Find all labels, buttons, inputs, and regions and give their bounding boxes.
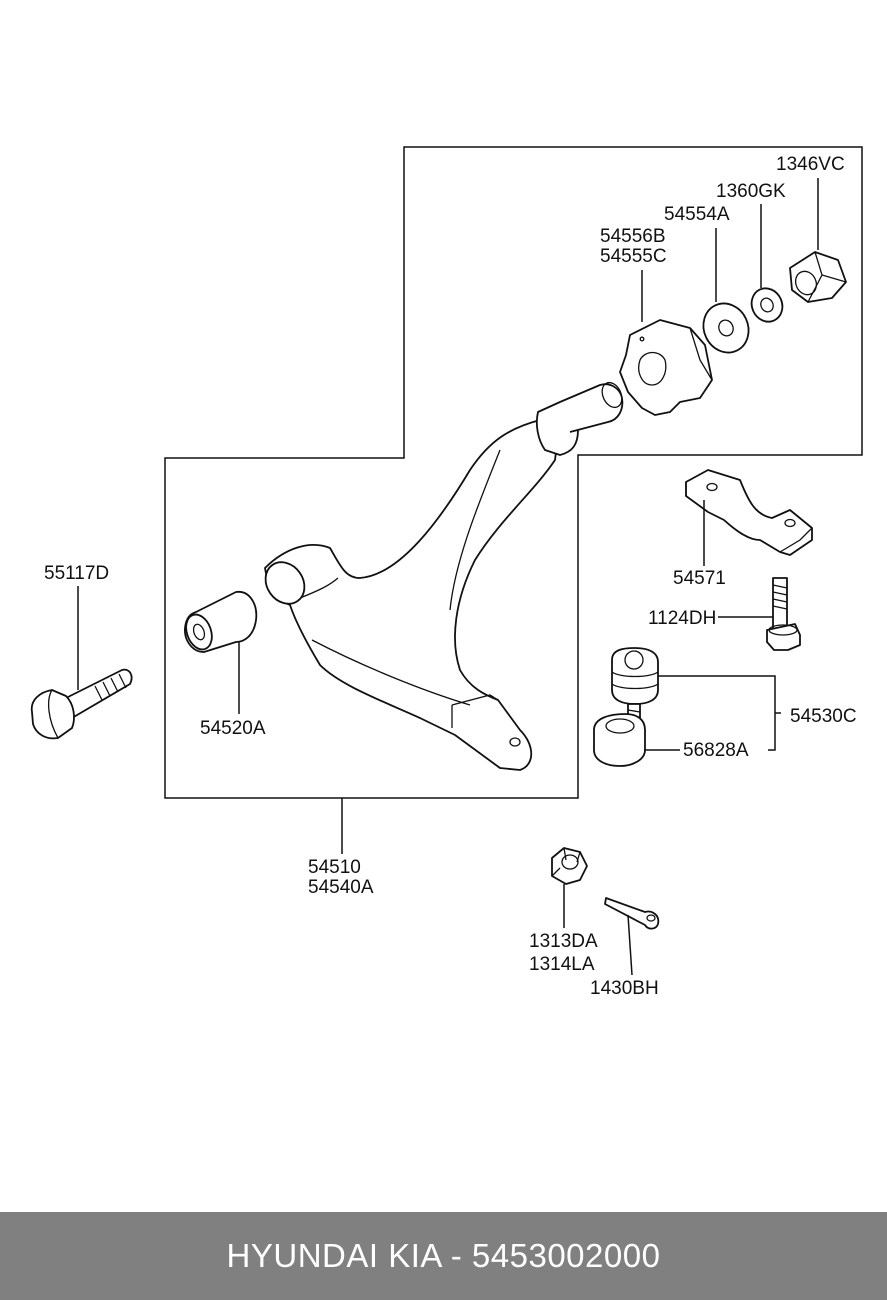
label-1346VC: 1346VC: [776, 154, 845, 175]
bushing-54520A: [184, 591, 258, 653]
label-54520A: 54520A: [200, 718, 266, 739]
label-55117D: 55117D: [44, 563, 109, 584]
label-1430BH: 1430BH: [590, 978, 659, 999]
link-54530C: [593, 647, 659, 767]
label-1360GK: 1360GK: [716, 181, 786, 202]
label-1124DH: 1124DH: [648, 608, 716, 629]
bolt-55117D: [30, 668, 133, 740]
lower-control-arm: [264, 381, 624, 771]
label-1313DA: 1313DA: [529, 931, 598, 952]
bolt-1124DH: [766, 577, 801, 651]
label-54530C: 54530C: [790, 706, 857, 727]
label-54540A: 54540A: [308, 877, 374, 898]
label-54555C: 54555C: [600, 246, 667, 267]
label-54556B: 54556B: [600, 226, 666, 247]
washer-1360GK: [750, 287, 784, 323]
label-1314LA: 1314LA: [529, 954, 595, 975]
leader-lines: [77, 178, 819, 976]
label-56828A: 56828A: [683, 740, 749, 761]
nut-1346VC: [789, 251, 847, 303]
label-54510: 54510: [308, 857, 361, 878]
footer-title: HYUNDAI KIA - 5453002000: [226, 1237, 661, 1274]
label-54571: 54571: [673, 568, 726, 589]
nut-1313DA: [551, 847, 588, 885]
bracket-54556B: [619, 319, 713, 416]
parts-diagram: 1346VC 1360GK 54554A 54556B 54555C 55117…: [30, 146, 863, 999]
cotter-pin-1430BH: [604, 897, 660, 930]
washer-54554A: [702, 302, 750, 354]
bracket-54571: [685, 469, 813, 556]
label-54554A: 54554A: [664, 204, 730, 225]
footer-banner: HYUNDAI KIA - 5453002000: [0, 1212, 887, 1300]
assembly-frame: [164, 146, 863, 799]
